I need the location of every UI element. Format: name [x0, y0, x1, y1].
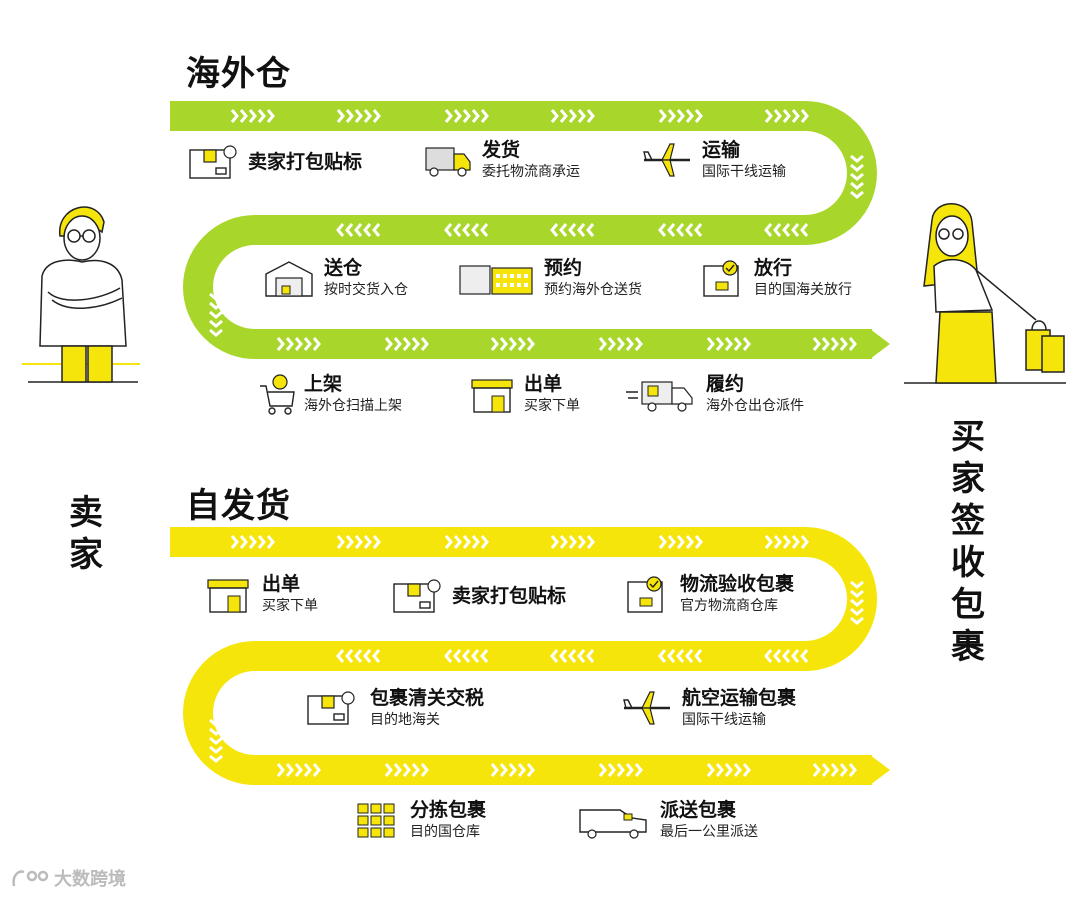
step-title: 放行 — [754, 256, 852, 280]
delivery-van-icon — [576, 798, 652, 842]
self-step-inspect: 物流验收包裹官方物流商仓库 — [624, 572, 794, 616]
overseas-step-pack-label: 卖家打包贴标 — [186, 140, 362, 184]
step-sub: 预约海外仓送货 — [544, 280, 642, 300]
step-sub: 买家下单 — [524, 396, 580, 416]
shopping-cart-icon — [256, 372, 296, 416]
buyer-label: 买家签收包裹 — [948, 416, 988, 668]
delivery-truck-icon — [420, 138, 474, 182]
step-sub: 目的国仓库 — [410, 822, 486, 842]
sorting-shelves-icon — [352, 798, 402, 842]
inspection-box-icon — [624, 572, 672, 616]
step-sub: 买家下单 — [262, 596, 318, 616]
step-title: 运输 — [702, 138, 786, 162]
step-title: 卖家打包贴标 — [248, 150, 362, 174]
step-sub: 官方物流商仓库 — [680, 596, 794, 616]
step-title: 卖家打包贴标 — [452, 584, 566, 608]
overseas-step-ship: 发货委托物流商承运 — [420, 138, 580, 182]
step-title: 包裹清关交税 — [370, 686, 484, 710]
step-title: 分拣包裹 — [410, 798, 486, 822]
step-title: 上架 — [304, 372, 402, 396]
overseas-step-deliver-warehouse: 送仓按时交货入仓 — [262, 256, 408, 300]
self-step-sorting: 分拣包裹目的国仓库 — [352, 798, 486, 842]
self-step-delivery: 派送包裹最后一公里派送 — [576, 798, 758, 842]
self-step-order: 出单买家下单 — [204, 572, 318, 616]
self-ship-road-arrowhead — [870, 755, 890, 785]
calendar-boxes-icon — [456, 256, 536, 300]
warehouse-icon — [262, 256, 316, 300]
step-sub: 目的国海关放行 — [754, 280, 852, 300]
step-sub: 国际干线运输 — [682, 710, 796, 730]
step-title: 预约 — [544, 256, 642, 280]
step-title: 送仓 — [324, 256, 408, 280]
overseas-step-appointment: 预约预约海外仓送货 — [456, 256, 642, 300]
step-sub: 海外仓扫描上架 — [304, 396, 402, 416]
package-label-icon — [390, 574, 444, 618]
seller-label: 卖家 — [66, 492, 106, 576]
section-title-overseas: 海外仓 — [186, 46, 291, 95]
seller-figure — [22, 196, 142, 386]
step-title: 派送包裹 — [660, 798, 758, 822]
self-step-customs: 包裹清关交税目的地海关 — [304, 686, 484, 730]
airplane-icon — [640, 138, 694, 182]
airplane-icon — [620, 686, 674, 730]
section-title-self-ship: 自发货 — [186, 478, 291, 527]
customs-box-icon — [304, 686, 362, 730]
overseas-step-release: 放行目的国海关放行 — [700, 256, 852, 300]
watermark-logo-icon — [10, 866, 54, 890]
step-sub: 目的地海关 — [370, 710, 484, 730]
storefront-icon — [204, 572, 254, 616]
step-sub: 最后一公里派送 — [660, 822, 758, 842]
step-title: 物流验收包裹 — [680, 572, 794, 596]
self-step-air: 航空运输包裹国际干线运输 — [620, 686, 796, 730]
overseas-step-order: 出单买家下单 — [468, 372, 580, 416]
step-sub: 委托物流商承运 — [482, 162, 580, 182]
step-sub: 海外仓出仓派件 — [706, 396, 804, 416]
overseas-step-fulfill: 履约海外仓出仓派件 — [624, 372, 804, 416]
customs-check-icon — [700, 256, 746, 300]
package-label-icon — [186, 140, 240, 184]
buyer-figure — [896, 200, 1068, 386]
overseas-road-arrowhead — [870, 329, 890, 359]
step-title: 履约 — [706, 372, 804, 396]
step-title: 航空运输包裹 — [682, 686, 796, 710]
watermark: 大数跨境 — [10, 865, 126, 891]
self-step-pack-label: 卖家打包贴标 — [390, 574, 566, 618]
storefront-icon — [468, 372, 516, 416]
step-title: 出单 — [524, 372, 580, 396]
watermark-text: 大数跨境 — [54, 865, 126, 891]
fast-truck-icon — [624, 372, 698, 416]
step-sub: 按时交货入仓 — [324, 280, 408, 300]
overseas-step-shelve: 上架海外仓扫描上架 — [256, 372, 402, 416]
step-title: 发货 — [482, 138, 580, 162]
overseas-step-transport: 运输国际干线运输 — [640, 138, 786, 182]
step-sub: 国际干线运输 — [702, 162, 786, 182]
step-title: 出单 — [262, 572, 318, 596]
